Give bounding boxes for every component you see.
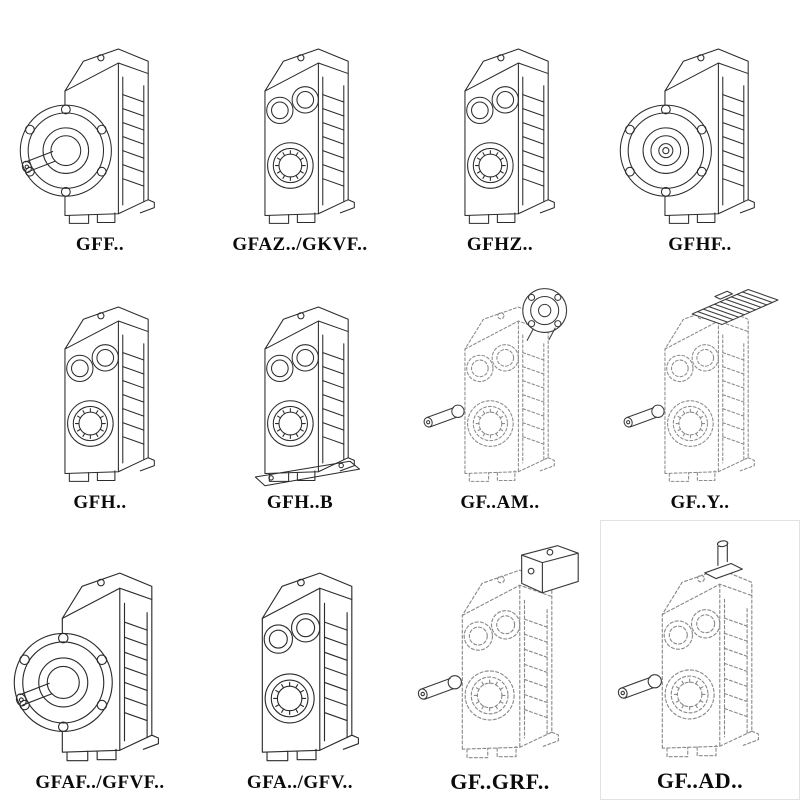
- gearbox-drawing-gff-flange: [19, 48, 155, 224]
- model-label-gfhf: GFHF..: [668, 234, 732, 256]
- catalog-cell-gfaf-gfvf: GFAF../GFVF..: [0, 520, 200, 800]
- catalog-cell-gfaz-gkvf: GFAZ../GKVF..: [200, 0, 400, 262]
- catalog-cell-gfa-gfv: GFA../GFV..: [200, 520, 400, 800]
- gearbox-drawing-gfaf-flange: [13, 572, 159, 762]
- gearbox-drawing-gfh-hollow-shaft: [64, 306, 155, 482]
- model-label-gfh-b: GFH..B: [266, 492, 334, 514]
- gearbox-drawing-gf-y-phantom-motor: [622, 289, 779, 482]
- catalog-cell-gfh-b: GFH..B: [200, 262, 400, 520]
- catalog-cell-gfhz: GFHZ..: [400, 0, 600, 262]
- model-label-gf-am: GF..AM..: [460, 492, 540, 514]
- gearbox-drawing-gf-ad-phantom-input-shaft: [616, 539, 759, 758]
- catalog-cell-gff: GFF..: [0, 0, 200, 262]
- gearbox-drawing-gf-grf-phantom-adapter: [416, 544, 579, 759]
- catalog-cell-gfh: GFH..: [0, 262, 200, 520]
- model-label-gfaf-gfvf: GFAF../GFVF..: [35, 772, 165, 794]
- model-label-gfaz-gkvf: GFAZ../GKVF..: [232, 234, 368, 256]
- catalog-cell-gf-ad: GF..AD..: [600, 520, 800, 800]
- model-label-gfhz: GFHZ..: [466, 234, 534, 256]
- model-label-gf-y: GF..Y..: [670, 492, 730, 514]
- model-label-gf-grf: GF..GRF..: [450, 768, 550, 794]
- catalog-cell-gfhf: GFHF..: [600, 0, 800, 262]
- model-label-gf-ad: GF..AD..: [656, 767, 744, 793]
- gearbox-drawing-gfhf-flange-front: [619, 48, 755, 224]
- gearbox-drawing-gfaz-hollow-shaft: [264, 48, 355, 224]
- gearbox-drawing-gf-am-phantom-input-flange: [422, 288, 568, 482]
- gearbox-drawing-gfa-hollow-shaft: [261, 572, 359, 762]
- catalog-cell-gf-grf: GF..GRF..: [400, 520, 600, 800]
- model-label-gfh: GFH..: [73, 492, 127, 514]
- gearbox-drawing-gfhz-hollow-shaft: [464, 48, 555, 224]
- gearbox-drawing-gfh-b-foot-mounted: [254, 306, 361, 487]
- model-label-gff: GFF..: [75, 234, 125, 256]
- model-label-gfa-gfv: GFA../GFV..: [246, 772, 354, 794]
- catalog-cell-gf-am: GF..AM..: [400, 262, 600, 520]
- catalog-cell-gf-y: GF..Y..: [600, 262, 800, 520]
